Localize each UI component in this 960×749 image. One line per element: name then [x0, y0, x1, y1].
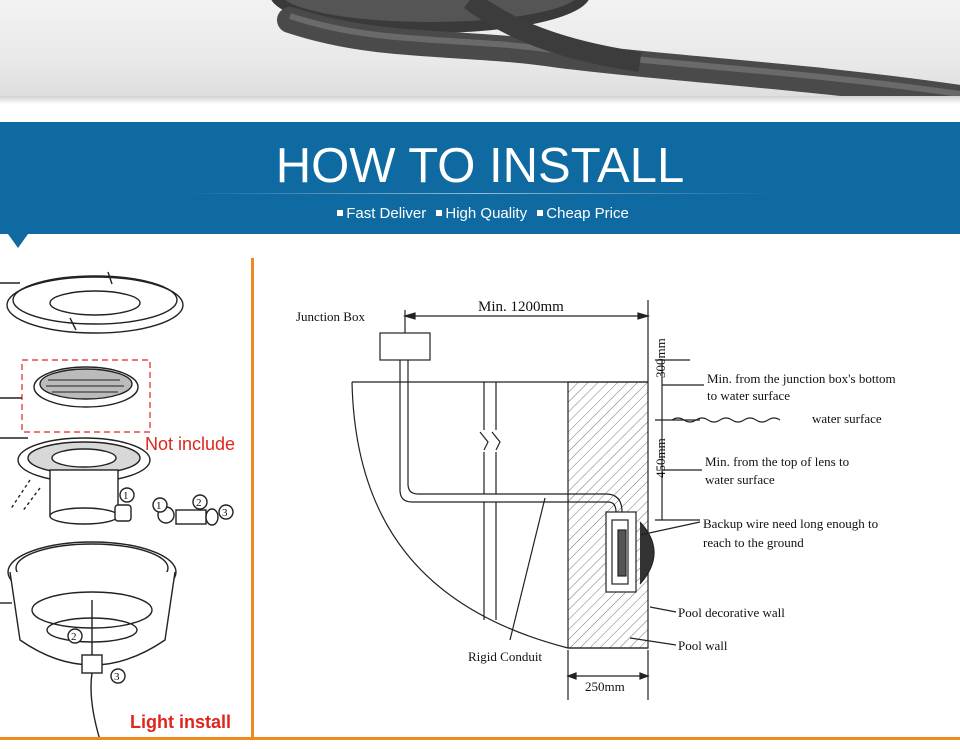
product-photo [0, 0, 960, 103]
note-junction-line-1: Min. from the junction box's bottom [707, 371, 896, 386]
water-surface-label: water surface [812, 411, 882, 426]
panel-divider [251, 258, 254, 740]
cable-photo-graphic [271, 0, 960, 103]
note-backup-line-2: reach to the ground [703, 535, 804, 550]
bullet-square-icon [337, 210, 344, 217]
callout-number: 2 [71, 631, 77, 643]
dimension-250-label: 250mm [585, 679, 625, 694]
feature-tagline: Fast Deliver High Quality Cheap Price [0, 205, 960, 222]
callout-number: 1 [156, 500, 162, 512]
junction-box-label: Junction Box [296, 309, 365, 324]
photo-shadow [0, 96, 960, 104]
section-title: HOW TO INSTALL [275, 139, 685, 193]
callout-number: 1 [123, 490, 129, 502]
dimension-450-label: 450mm [653, 438, 668, 478]
note-lens-line-2: water surface [705, 472, 775, 487]
dimension-300-label: 300mm [653, 338, 668, 378]
callout-number: 3 [114, 671, 120, 683]
bullet-square-icon [436, 210, 443, 217]
light-install-label: Light install [130, 712, 231, 732]
callout-number: 2 [196, 497, 202, 509]
callout-number: 3 [222, 507, 228, 519]
pool-wall-label: Pool wall [678, 638, 728, 653]
banner-divider [180, 193, 780, 194]
bullet-square-icon [537, 210, 544, 217]
exploded-view-drawing [0, 271, 234, 741]
section-banner [0, 122, 960, 234]
pool-decorative-wall-label: Pool decorative wall [678, 605, 785, 620]
min-distance-label: Min. 1200mm [478, 299, 564, 315]
rigid-conduit-label: Rigid Conduit [468, 649, 543, 664]
feature-item: Cheap Price [546, 205, 629, 222]
banner-notch [8, 234, 28, 248]
exploded-view-panel: 1 2 3 1 2 3 [0, 258, 252, 741]
note-junction-line-2: to water surface [707, 388, 791, 403]
installation-diagram [351, 300, 781, 700]
note-backup-line-1: Backup wire need long enough to [703, 516, 879, 531]
bottom-divider [0, 737, 960, 740]
feature-item: High Quality [445, 205, 528, 222]
note-lens-line-1: Min. from the top of lens to [705, 454, 850, 469]
not-include-label: Not include [145, 434, 236, 454]
feature-item: Fast Deliver [346, 205, 427, 222]
